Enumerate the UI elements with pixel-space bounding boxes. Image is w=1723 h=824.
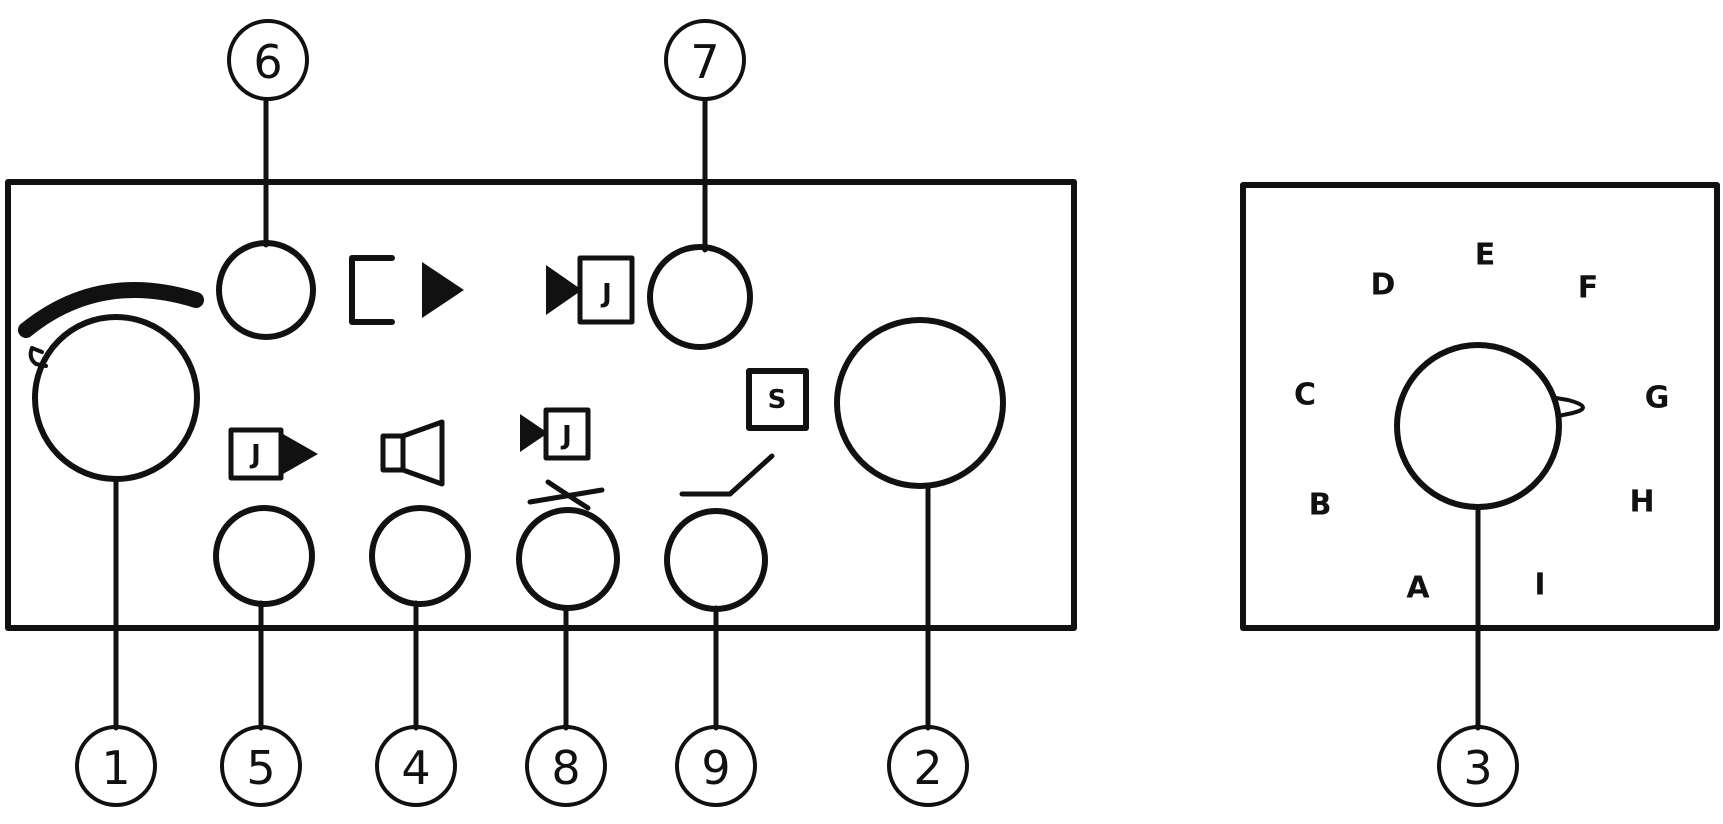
callout-7: 7 [664,19,746,101]
callout-9: 9 [675,725,757,807]
s-box-symbol-letter: S [768,385,787,415]
callout-6: 6 [227,19,309,101]
callout-3: 3 [1437,725,1519,807]
callout-circle-8 [525,725,607,807]
leader-lines [113,97,1481,731]
callout-circle-9 [675,725,757,807]
selector-dial-body [1394,342,1562,510]
callout-label-5: 5 [246,741,275,795]
mute-cross-symbol-icon [527,479,605,511]
callout-1: 1 [75,725,157,807]
knob-1-pointer-icon [28,346,48,368]
callout-circle-6 [227,19,309,101]
selector-dial-3 [1394,342,1585,510]
callout-circle-5 [220,725,302,807]
callout-circle-4 [375,725,457,807]
dial-letter-f: F [1578,271,1599,306]
knob-1-body [32,314,200,482]
dial-letter-d: D [1371,268,1396,303]
button-9 [664,508,768,612]
dial-letter-b: B [1309,488,1332,523]
dial-letter-i: I [1534,568,1545,603]
button-6 [216,240,316,340]
callout-label-6: 6 [253,35,282,89]
j-play-symbol-letter: J [249,440,261,470]
callout-label-1: 1 [101,741,130,795]
dial-letter-h: H [1629,485,1654,520]
speaker-symbol-icon [380,419,445,487]
button-4 [369,505,471,607]
callout-circle-7 [664,19,746,101]
button-5 [213,505,315,607]
dial-letter-a: A [1406,571,1430,606]
callout-2: 2 [887,725,969,807]
eject-out-symbol-icon [349,255,464,325]
button-8 [516,507,620,611]
callout-circle-1 [75,725,157,807]
play-j-symbol-icon: J [546,255,635,325]
callout-8: 8 [525,725,607,807]
callout-4: 4 [375,725,457,807]
play-j-small-symbol-letter: J [560,421,572,451]
dial-letter-e: E [1475,238,1496,273]
callout-label-9: 9 [701,741,730,795]
knob-2 [834,317,1006,489]
knob-1-range-arc [18,282,204,338]
callout-circle-3 [1437,725,1519,807]
play-j-small-symbol-icon: J [520,407,591,461]
play-j-symbol-letter: J [600,279,612,309]
callout-label-4: 4 [401,741,430,795]
switch-lever-symbol-icon [679,453,775,497]
button-7 [647,244,753,350]
callout-circle-2 [887,725,969,807]
callout-label-7: 7 [690,35,719,89]
dial-letter-g: G [1645,381,1670,416]
callout-label-2: 2 [913,741,942,795]
selector-dial-pointer-icon [1554,396,1585,418]
s-box-symbol-icon: S [746,368,809,431]
knob-1 [18,282,204,482]
callout-label-8: 8 [551,741,580,795]
dial-letter-c: C [1294,378,1316,413]
callout-5: 5 [220,725,302,807]
callout-label-3: 3 [1463,741,1492,795]
j-play-symbol-icon: J [228,427,318,481]
main-panel-outline [5,179,1077,631]
